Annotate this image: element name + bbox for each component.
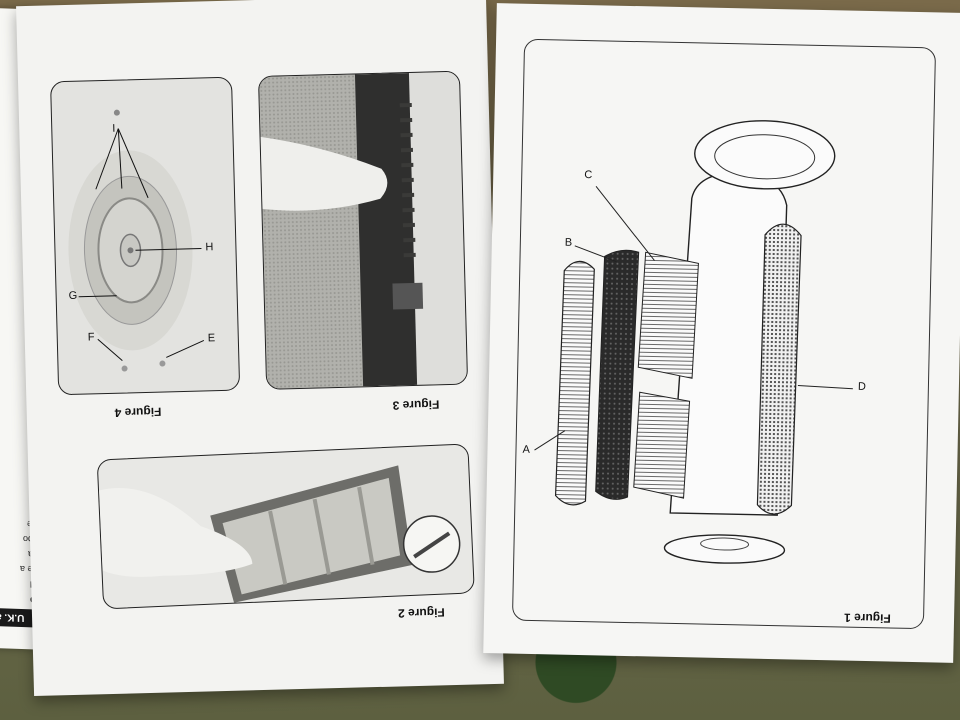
filter-removal-illustration [99,465,461,603]
figure-3-photo [257,70,469,390]
fig4-label-h: H [205,241,214,254]
fig1-label-a: A [522,443,530,456]
fig1-label-c: C [584,169,593,182]
figure-1-frame: C B A D [511,38,937,630]
filter-insertion-illustration [258,71,468,389]
control-panel-illustration [68,109,205,372]
air-purifier-exploded-view [534,120,853,564]
fig4-label-e: E [207,332,216,345]
figure-4-caption: Figure 4 [114,404,162,420]
figure-2-photo [96,443,475,610]
figure-4-photo: I H G F E [50,76,241,396]
manual-page-right: C B A D Figure 1 [483,3,960,663]
fig1-label-b: B [564,236,573,249]
figure-1-caption: Figure 1 [843,610,891,626]
manual-page-left: I H G F E Figure 4 [16,0,504,697]
fig4-label-f: F [87,331,95,344]
fig4-label-g: G [68,289,78,302]
figure-2-caption: Figure 2 [397,605,445,621]
uk-banner-text: U.K. a [0,611,25,624]
fig4-label-i: I [112,122,116,135]
figure-3-caption: Figure 3 [392,397,440,413]
fig1-label-d: D [857,380,866,393]
